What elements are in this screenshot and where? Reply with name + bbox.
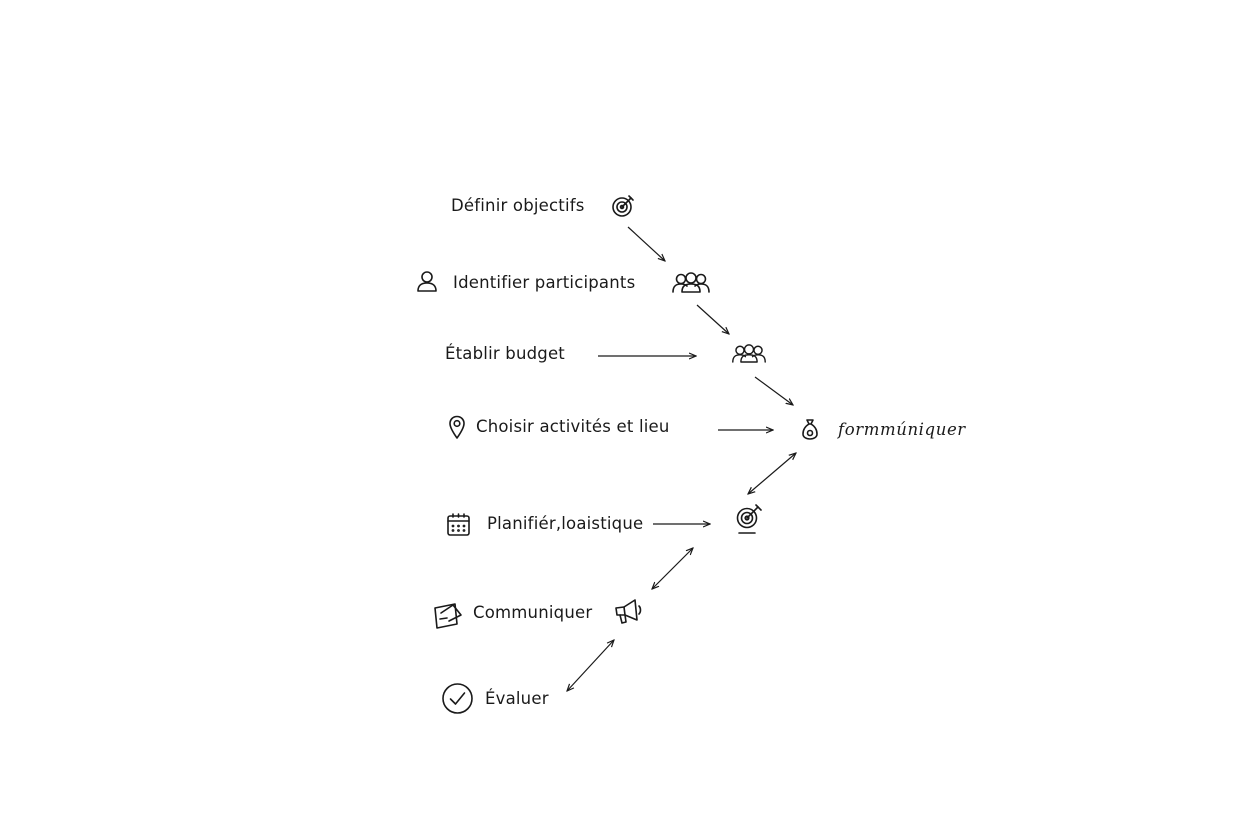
money-bag-icon <box>802 419 818 440</box>
step-budget-label: Établir budget <box>445 344 565 363</box>
arrow-communiquer-evaluer <box>567 640 614 691</box>
group-icon <box>672 272 710 293</box>
step-communiquer-label: Communiquer <box>473 603 593 622</box>
map-pin-icon <box>449 415 465 439</box>
step-participants-label: Identifier participants <box>453 273 636 292</box>
step-evaluer-label: Évaluer <box>485 689 549 708</box>
step-objectifs-label: Définir objectifs <box>451 196 585 215</box>
arrow-logistique-communiquer <box>652 548 693 589</box>
document-icon <box>434 603 462 629</box>
group-icon <box>732 344 766 363</box>
step-logistique-label: Planifiér,loaistique <box>487 514 644 533</box>
target-icon <box>736 504 762 534</box>
arrow-budget-hub <box>754 376 793 405</box>
user-icon <box>417 271 437 292</box>
target-icon <box>612 195 634 217</box>
megaphone-icon <box>615 599 642 624</box>
arrow-participants-budget <box>696 304 729 334</box>
step-activites-label: Choisir activités et lieu <box>476 417 670 436</box>
check-circle-icon <box>442 683 473 714</box>
arrow-objectifs-participants <box>627 226 665 261</box>
arrow-hub-logistique <box>748 453 796 494</box>
calendar-icon <box>447 513 470 536</box>
hub-label: formmúniquer <box>838 420 966 439</box>
